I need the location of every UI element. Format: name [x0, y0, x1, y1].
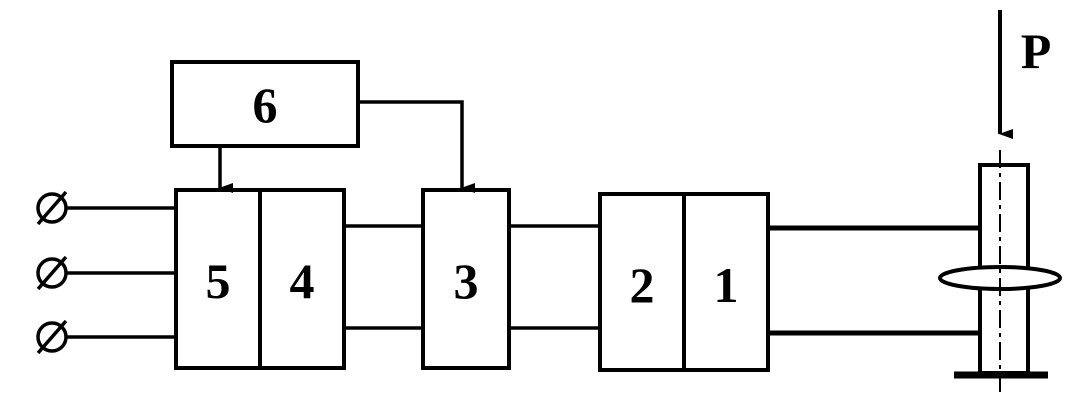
- block-1-label: 1: [714, 257, 739, 313]
- connections: [344, 224, 980, 336]
- force-arrow: P: [998, 10, 1052, 139]
- block-3-label: 3: [454, 253, 479, 309]
- block-5: 5: [174, 188, 262, 370]
- block-6: 6: [170, 60, 360, 148]
- force-label: P: [1021, 23, 1052, 79]
- arrow-6-to-3: [358, 100, 475, 193]
- block-1: 1: [682, 192, 770, 372]
- control-arrows: [218, 100, 475, 193]
- block-2-label: 2: [630, 257, 655, 313]
- terminal-2: [36, 255, 176, 291]
- block-3: 3: [421, 188, 511, 370]
- block-6-label: 6: [253, 77, 278, 133]
- block-5-label: 5: [206, 253, 231, 309]
- terminal-3: [36, 319, 176, 355]
- block-4: 4: [258, 188, 346, 370]
- terminal-1: [36, 190, 176, 226]
- block-2: 2: [598, 192, 686, 372]
- load-unit: [938, 150, 1062, 392]
- block-4-label: 4: [290, 253, 315, 309]
- input-terminals: [36, 190, 176, 355]
